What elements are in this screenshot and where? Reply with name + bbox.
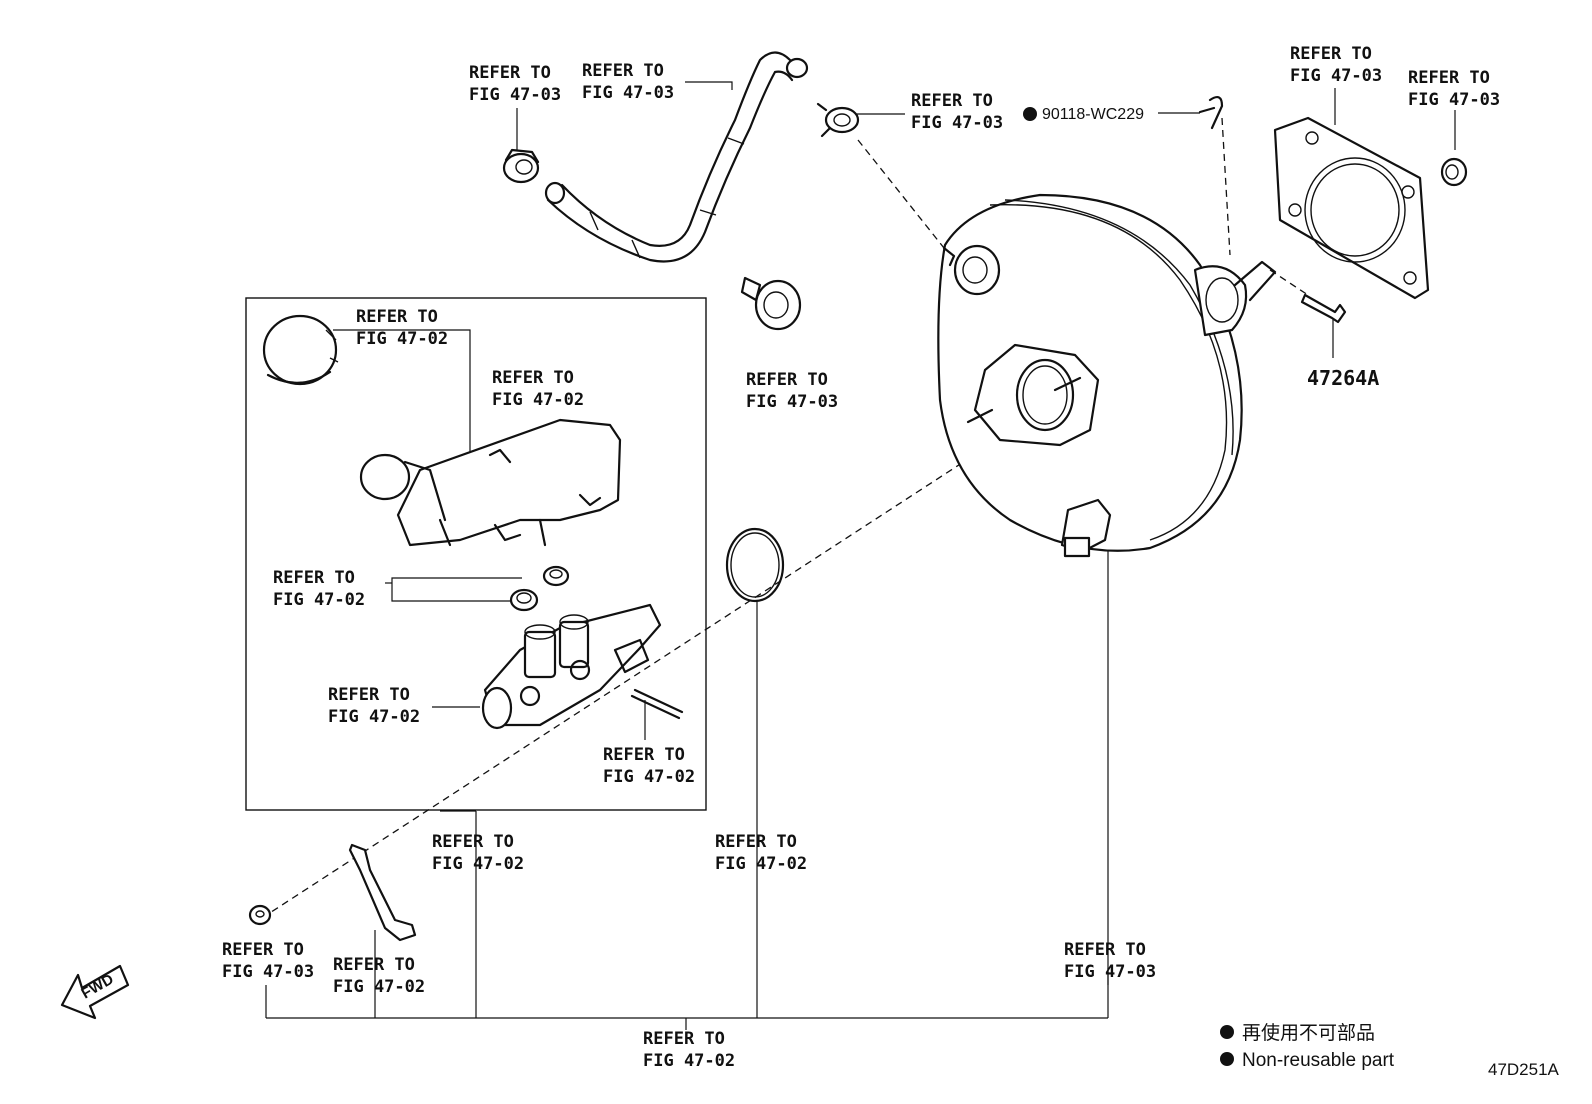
nut [248, 904, 272, 926]
figure-code: 47D251A [1488, 1060, 1560, 1079]
ref-label-line1: REFER TO [1064, 940, 1146, 960]
legend-dot-icon [1220, 1052, 1234, 1066]
hose-clamp-left [502, 148, 540, 184]
ref-label-line1: REFER TO [715, 832, 797, 852]
ref-label-line2: FIG 47-03 [582, 83, 674, 103]
check-valve [740, 276, 802, 331]
ref-label-line1: REFER TO [469, 63, 551, 83]
ref-label-line2: FIG 47-03 [222, 962, 314, 982]
bracket [348, 843, 417, 942]
master-cylinder-group-box [245, 297, 707, 811]
ref-label-line1: REFER TO [328, 685, 410, 705]
legend-japanese: 再使用不可部品 [1242, 1022, 1375, 1044]
ref-label-line1: REFER TO [1290, 44, 1372, 64]
o-ring [725, 527, 785, 603]
master-cylinder [481, 603, 684, 730]
ref-label-line1: REFER TO [356, 307, 438, 327]
ref-label-line2: FIG 47-03 [746, 392, 838, 412]
reservoir-grommets [509, 565, 570, 612]
grommet-right [1440, 157, 1468, 187]
leader-lines [265, 81, 1456, 1030]
ref-label-line2: FIG 47-03 [1290, 66, 1382, 86]
ref-label-line1: REFER TO [432, 832, 514, 852]
ref-label-line1: REFER TO [603, 745, 685, 765]
ref-label-line2: FIG 47-03 [1064, 962, 1156, 982]
ref-label-line1: REFER TO [1408, 68, 1490, 88]
ref-label-line1: REFER TO [582, 61, 664, 81]
ref-label-line1: REFER TO [222, 940, 304, 960]
labels: REFER TO FIG 47-03 REFER TO FIG 47-03 RE… [222, 44, 1500, 1071]
clevis-pin [1300, 293, 1347, 324]
ref-label-line1: REFER TO [273, 568, 355, 588]
reservoir-cap [262, 314, 339, 386]
ref-label-line1: REFER TO [911, 91, 993, 111]
vacuum-hose [544, 51, 809, 263]
legend-dot-icon [1220, 1025, 1234, 1039]
part-number-clevis: 47264A [1307, 366, 1379, 390]
ref-label-line2: FIG 47-03 [911, 113, 1003, 133]
ref-label-line2: FIG 47-02 [643, 1051, 735, 1071]
non-reusable-dot-icon [1023, 107, 1037, 121]
part-number-clip: 90118-WC229 [1042, 106, 1144, 123]
hose-clamp-top [816, 102, 860, 138]
ref-label-line2: FIG 47-02 [492, 390, 584, 410]
snap-pin [1198, 96, 1224, 130]
legend: 再使用不可部品 Non-reusable part [1220, 1022, 1395, 1071]
reservoir-tank [359, 418, 622, 547]
ref-label-line2: FIG 47-03 [469, 85, 561, 105]
ref-label-line2: FIG 47-02 [356, 329, 448, 349]
ref-label-line1: REFER TO [643, 1029, 725, 1049]
booster-gasket [1273, 116, 1430, 300]
ref-label-line2: FIG 47-02 [603, 767, 695, 787]
fwd-arrow-icon: FWD [60, 964, 130, 1020]
legend-english: Non-reusable part [1242, 1050, 1395, 1071]
ref-label-line2: FIG 47-02 [333, 977, 425, 997]
ref-label-line2: FIG 47-03 [1408, 90, 1500, 110]
ref-label-line1: REFER TO [492, 368, 574, 388]
ref-label-line2: FIG 47-02 [273, 590, 365, 610]
ref-label-line1: REFER TO [333, 955, 415, 975]
ref-label-line2: FIG 47-02 [715, 854, 807, 874]
ref-label-line2: FIG 47-02 [328, 707, 420, 727]
ref-label-line2: FIG 47-02 [432, 854, 524, 874]
ref-label-line1: REFER TO [746, 370, 828, 390]
alignment-dashes [261, 117, 1309, 919]
brake-booster [937, 193, 1277, 558]
